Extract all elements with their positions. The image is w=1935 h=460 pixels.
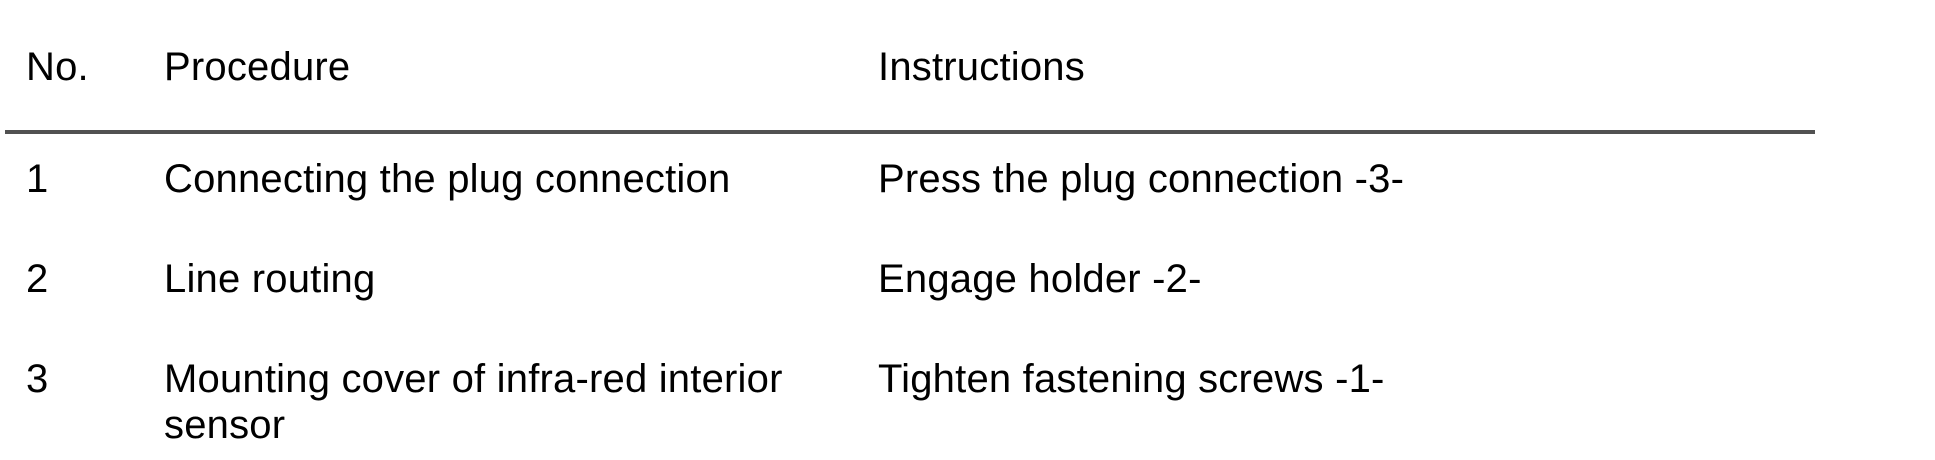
- cell-instructions: Tighten fastening screws -1-: [878, 357, 1385, 401]
- table-row: 1 Connecting the plug connection Press t…: [0, 156, 1935, 202]
- cell-row-number: 1: [26, 157, 49, 201]
- table-header-row: No. Procedure Instructions: [0, 44, 1935, 90]
- cell-procedure: Connecting the plug connection: [164, 157, 731, 201]
- table-row: 3 Mounting cover of infra-red interior s…: [0, 356, 1935, 448]
- cell-row-number: 3: [26, 357, 49, 401]
- header-divider-rule: [5, 130, 1815, 134]
- cell-instructions: Press the plug connection -3-: [878, 157, 1405, 201]
- cell-instructions: Engage holder -2-: [878, 257, 1202, 301]
- column-header-no: No.: [26, 45, 89, 89]
- procedure-table: No. Procedure Instructions 1 Connecting …: [0, 44, 1935, 448]
- column-header-instructions: Instructions: [878, 45, 1085, 89]
- column-header-procedure: Procedure: [164, 45, 351, 89]
- table-row: 2 Line routing Engage holder -2-: [0, 256, 1935, 302]
- cell-row-number: 2: [26, 257, 49, 301]
- cell-procedure: Mounting cover of infra-red interior sen…: [164, 357, 783, 447]
- cell-procedure: Line routing: [164, 257, 376, 301]
